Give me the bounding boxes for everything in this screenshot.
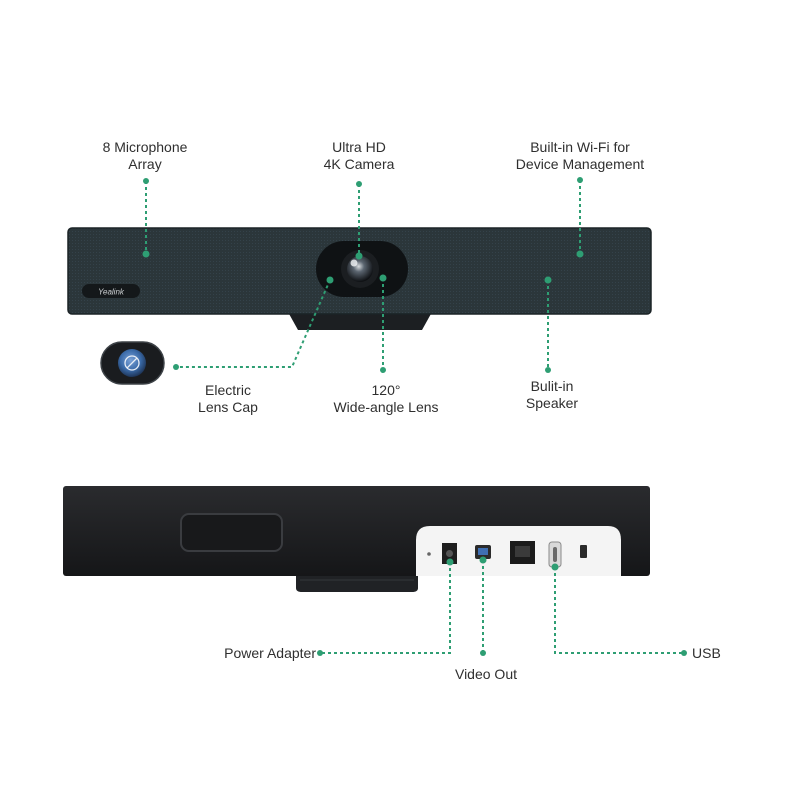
logo-badge — [82, 284, 140, 298]
lens-cap-inset — [100, 341, 165, 385]
callout-speaker: Bulit-in Speaker — [525, 378, 579, 411]
lock-slot-icon — [580, 545, 587, 558]
callout-video-out: Video Out — [454, 666, 517, 682]
front-stand — [288, 312, 432, 330]
camera-lens-icon — [347, 256, 373, 282]
callout-power-adapter: Power Adapter — [224, 645, 316, 661]
callout-usb: USB — [692, 645, 721, 661]
callout-microphone-array: 8 Microphone Array — [102, 139, 188, 172]
reset-pinhole-icon — [427, 552, 431, 556]
leader-dots — [142, 177, 687, 656]
back-recess — [180, 513, 283, 552]
logo-text: Yealink — [98, 288, 125, 297]
callout-lens-cap: Electric Lens Cap — [198, 382, 258, 415]
leader-lines — [145, 180, 684, 654]
back-device — [63, 486, 650, 592]
front-device: Yealink — [67, 227, 652, 330]
callout-camera: Ultra HD 4K Camera — [323, 139, 395, 172]
callout-wifi: Built-in Wi-Fi for Device Management — [515, 139, 645, 172]
callout-lens: 120° Wide-angle Lens — [333, 382, 439, 415]
